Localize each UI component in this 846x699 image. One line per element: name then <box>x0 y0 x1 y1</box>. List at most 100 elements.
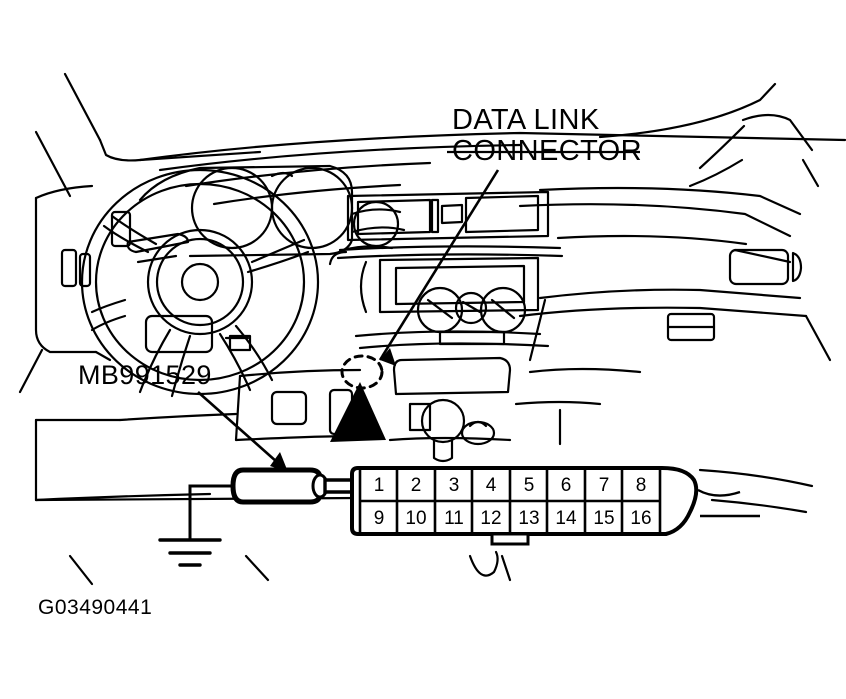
connector-latch-tab <box>490 532 530 546</box>
pillar-trim-right-2 <box>688 158 744 188</box>
floor-detail <box>468 550 499 577</box>
airbag-cover-seam <box>144 314 214 354</box>
steering-spoke-lower-left <box>138 328 172 394</box>
tool-leader-arrowhead <box>270 452 288 472</box>
dash-top-left-edge <box>98 138 262 162</box>
console-left-curve <box>359 260 368 314</box>
dash-right-end <box>804 314 832 362</box>
lower-dash-left-edge <box>234 374 242 442</box>
a-pillar-right <box>741 113 814 152</box>
climate-knob-center <box>454 291 488 325</box>
dlc-leader-diagonal <box>378 169 500 361</box>
dash-top-edge-4 <box>212 183 402 206</box>
glove-box-top <box>538 288 802 300</box>
glove-box-lip <box>518 306 808 318</box>
wheel-grip-left-2 <box>90 314 127 332</box>
pin-label: 6 <box>561 475 572 496</box>
a-pillar-inner-left <box>34 130 72 198</box>
dlc-callout-line2: CONNECTOR <box>452 135 642 168</box>
data-link-connector-body: 1 2 3 4 5 6 7 8 9 10 11 12 13 14 15 16 <box>350 466 760 546</box>
steering-spoke-lower-right <box>234 324 274 382</box>
door-trim-outline <box>34 196 98 354</box>
knob-pointer-left <box>426 298 454 320</box>
cluster-right-edge <box>350 208 402 216</box>
knob-pointer-right <box>490 298 516 320</box>
turn-signal-stalk <box>126 232 190 254</box>
console-lower-seam-2 <box>358 342 550 350</box>
console-switch <box>460 420 496 446</box>
pin-row-bottom: 9 10 11 12 13 14 15 16 <box>374 508 652 529</box>
cluster-right-edge-2 <box>350 226 406 234</box>
pin-label: 3 <box>449 475 460 496</box>
dash-face-right-top <box>538 186 802 216</box>
center-vent-housing <box>346 190 550 242</box>
floor-edge-right <box>698 468 814 488</box>
a-pillar-right-inner <box>801 158 820 188</box>
special-tool-mb991529 <box>158 467 374 567</box>
door-lower-panel <box>18 348 44 394</box>
horn-button <box>228 334 252 352</box>
climate-vent-control <box>438 330 506 346</box>
vent-left <box>356 198 432 236</box>
gauge-speedometer <box>270 166 354 250</box>
windshield-right-base <box>598 82 777 139</box>
console-switch-top <box>468 420 488 428</box>
console-right-line <box>514 400 602 406</box>
steering-wheel-hub-inner <box>155 237 245 327</box>
dash-lower-right-seam <box>528 367 642 374</box>
dash-face-right-lower <box>556 234 748 246</box>
door-switch-upper <box>60 248 78 288</box>
probe-tool-body <box>230 467 323 505</box>
probe-ground-wire <box>188 484 233 540</box>
cluster-divider <box>270 171 294 178</box>
data-link-connector-callout: DATA LINK CONNECTOR <box>452 104 642 168</box>
lower-dash-seam <box>238 368 362 378</box>
shift-knob <box>420 398 466 444</box>
pin-row-top: 1 2 3 4 5 6 7 8 <box>374 475 647 496</box>
console-right-edge <box>528 298 547 362</box>
console-top-seam <box>338 245 562 252</box>
door-trim-bottom <box>94 350 112 362</box>
steering-spoke-upper-left-2 <box>110 214 158 246</box>
steering-wheel-horn-pad <box>180 262 220 302</box>
tool-leader-line-group <box>197 391 288 472</box>
wedge-pointer-to-connector <box>330 382 386 442</box>
console-storage-pocket <box>392 356 512 396</box>
audio-head-unit <box>378 256 540 314</box>
dlc-leader-line-group <box>378 150 640 366</box>
steering-wheel-hub-outer <box>146 228 254 336</box>
pin-label: 1 <box>374 475 385 496</box>
steering-spoke-lower-right-2 <box>218 332 252 392</box>
pin-label: 11 <box>444 508 464 529</box>
vent-right <box>464 194 540 234</box>
pin-label: 4 <box>486 475 497 496</box>
column-switch-left <box>110 210 132 248</box>
side-vent-right <box>791 251 803 283</box>
door-trim-top <box>34 184 94 200</box>
shift-boot <box>432 439 454 463</box>
pin-label: 9 <box>374 508 385 529</box>
knee-panel-line <box>118 412 238 422</box>
connector-leader-stub-upper <box>697 488 741 497</box>
dashed-ellipse-location-marker <box>340 354 384 390</box>
pin-label: 7 <box>599 475 610 496</box>
pin-label: 10 <box>405 508 426 529</box>
pin-label: 2 <box>411 475 422 496</box>
floor-detail-2 <box>500 554 512 582</box>
pin-label: 12 <box>480 508 501 529</box>
figure-id-label: G03490441 <box>38 596 153 619</box>
pin-label: 14 <box>555 508 577 529</box>
pin-label: 5 <box>524 475 535 496</box>
floor-detail-left <box>68 554 94 586</box>
dlc-leader-arrowhead <box>380 348 396 366</box>
steering-spoke-lower-left-2 <box>170 334 192 398</box>
stalk-detail <box>136 254 178 264</box>
dlc-callout-line1: DATA LINK <box>452 104 600 136</box>
floor-edge-right-2 <box>710 498 808 514</box>
vehicle-outline-group <box>18 72 846 586</box>
console-trim-left <box>408 402 432 432</box>
pin-label: 13 <box>518 508 539 529</box>
vent-center-detail <box>440 203 464 225</box>
